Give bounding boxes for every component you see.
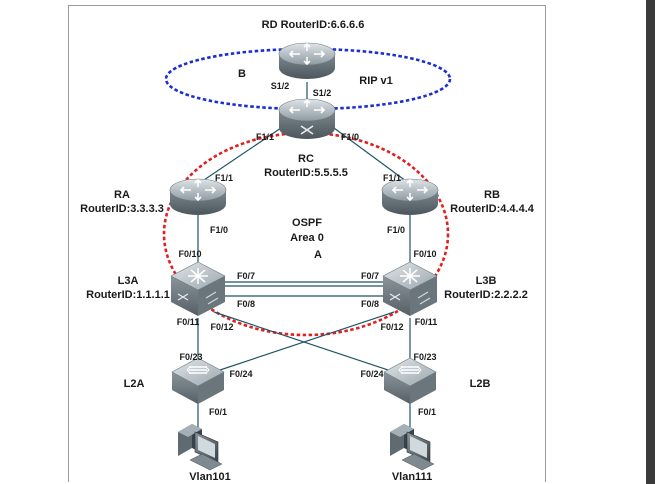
rb-id-label: RouterID:4.4.4.4 [450,203,535,215]
port-rc-f10: F1/0 [341,132,359,142]
router-rc-icon[interactable] [278,98,336,140]
port-l3b-f011: F0/11 [415,317,438,327]
port-l2a-f01: F0/1 [209,407,227,417]
port-l3b-f012: F0/12 [380,322,403,332]
l2-switch-b-icon[interactable] [383,357,437,405]
ospf-area-letter: A [314,249,322,261]
port-l3b-f07: F0/7 [361,271,379,281]
rc-id-label: RouterID:5.5.5.5 [264,167,348,179]
port-rb-f10: F1/0 [387,225,405,235]
port-l2a-f024: F0/24 [229,369,252,379]
port-rc-s12: S1/2 [313,88,332,98]
rb-name-label: RB [484,189,500,201]
port-l2b-f023: F0/23 [413,352,436,362]
port-rb-f11: F1/1 [383,173,401,183]
port-rd-s12: S1/2 [271,81,290,91]
router-ra-icon[interactable] [169,178,227,216]
port-l3b-f010: F0/10 [413,249,436,259]
ra-name-label: RA [114,189,130,201]
port-rc-f11: F1/1 [256,132,274,142]
router-rd-icon[interactable] [278,42,336,80]
port-l3a-f08: F0/8 [237,299,255,309]
l2-switch-a-icon[interactable] [171,357,225,405]
pc-vlan111-label: Vlan111 [392,471,432,483]
rip-area-label: RIP v1 [359,75,392,87]
port-l2b-f01: F0/1 [418,407,436,417]
pc-vlan101-icon[interactable] [177,423,223,471]
l3a-id-label: RouterID:1.1.1.1 [86,289,170,301]
vertical-scrollbar[interactable] [646,0,655,484]
port-l3a-f010: F0/10 [178,249,201,259]
ra-id-label: RouterID:3.3.3.3 [80,203,164,215]
port-l3a-f011: F0/11 [177,317,200,327]
port-ra-f10: F1/0 [210,225,228,235]
l2b-name-label: L2B [470,378,491,390]
ospf-label: OSPF [292,217,322,229]
l3b-id-label: RouterID:2.2.2.2 [444,289,528,301]
link-rc-ra [197,127,282,185]
link-l3b-l2a [213,311,395,373]
port-l2a-f023: F0/23 [179,352,202,362]
port-ra-f11: F1/1 [215,173,233,183]
l3a-name-label: L3A [118,275,139,287]
port-l3b-f08: F0/8 [361,299,379,309]
l3-switch-b-icon[interactable] [382,261,438,317]
l3b-name-label: L3B [476,275,497,287]
link-rc-rb [333,127,411,185]
rd-title-label: RD RouterID:6.6.6.6 [262,19,365,31]
port-l3a-f012: F0/12 [210,322,233,332]
port-l2b-f024: F0/24 [360,369,383,379]
rc-name-label: RC [298,153,314,165]
l2a-name-label: L2A [124,378,145,390]
router-rb-icon[interactable] [381,178,439,216]
pc-vlan101-label: Vlan101 [189,471,231,483]
l3-switch-a-icon[interactable] [170,261,226,317]
pc-vlan111-icon[interactable] [389,423,435,471]
rip-area-letter: B [238,68,246,80]
rip-area-outline [164,47,452,111]
port-l3a-f07: F0/7 [237,271,255,281]
ospf-area-number: Area 0 [290,232,324,244]
